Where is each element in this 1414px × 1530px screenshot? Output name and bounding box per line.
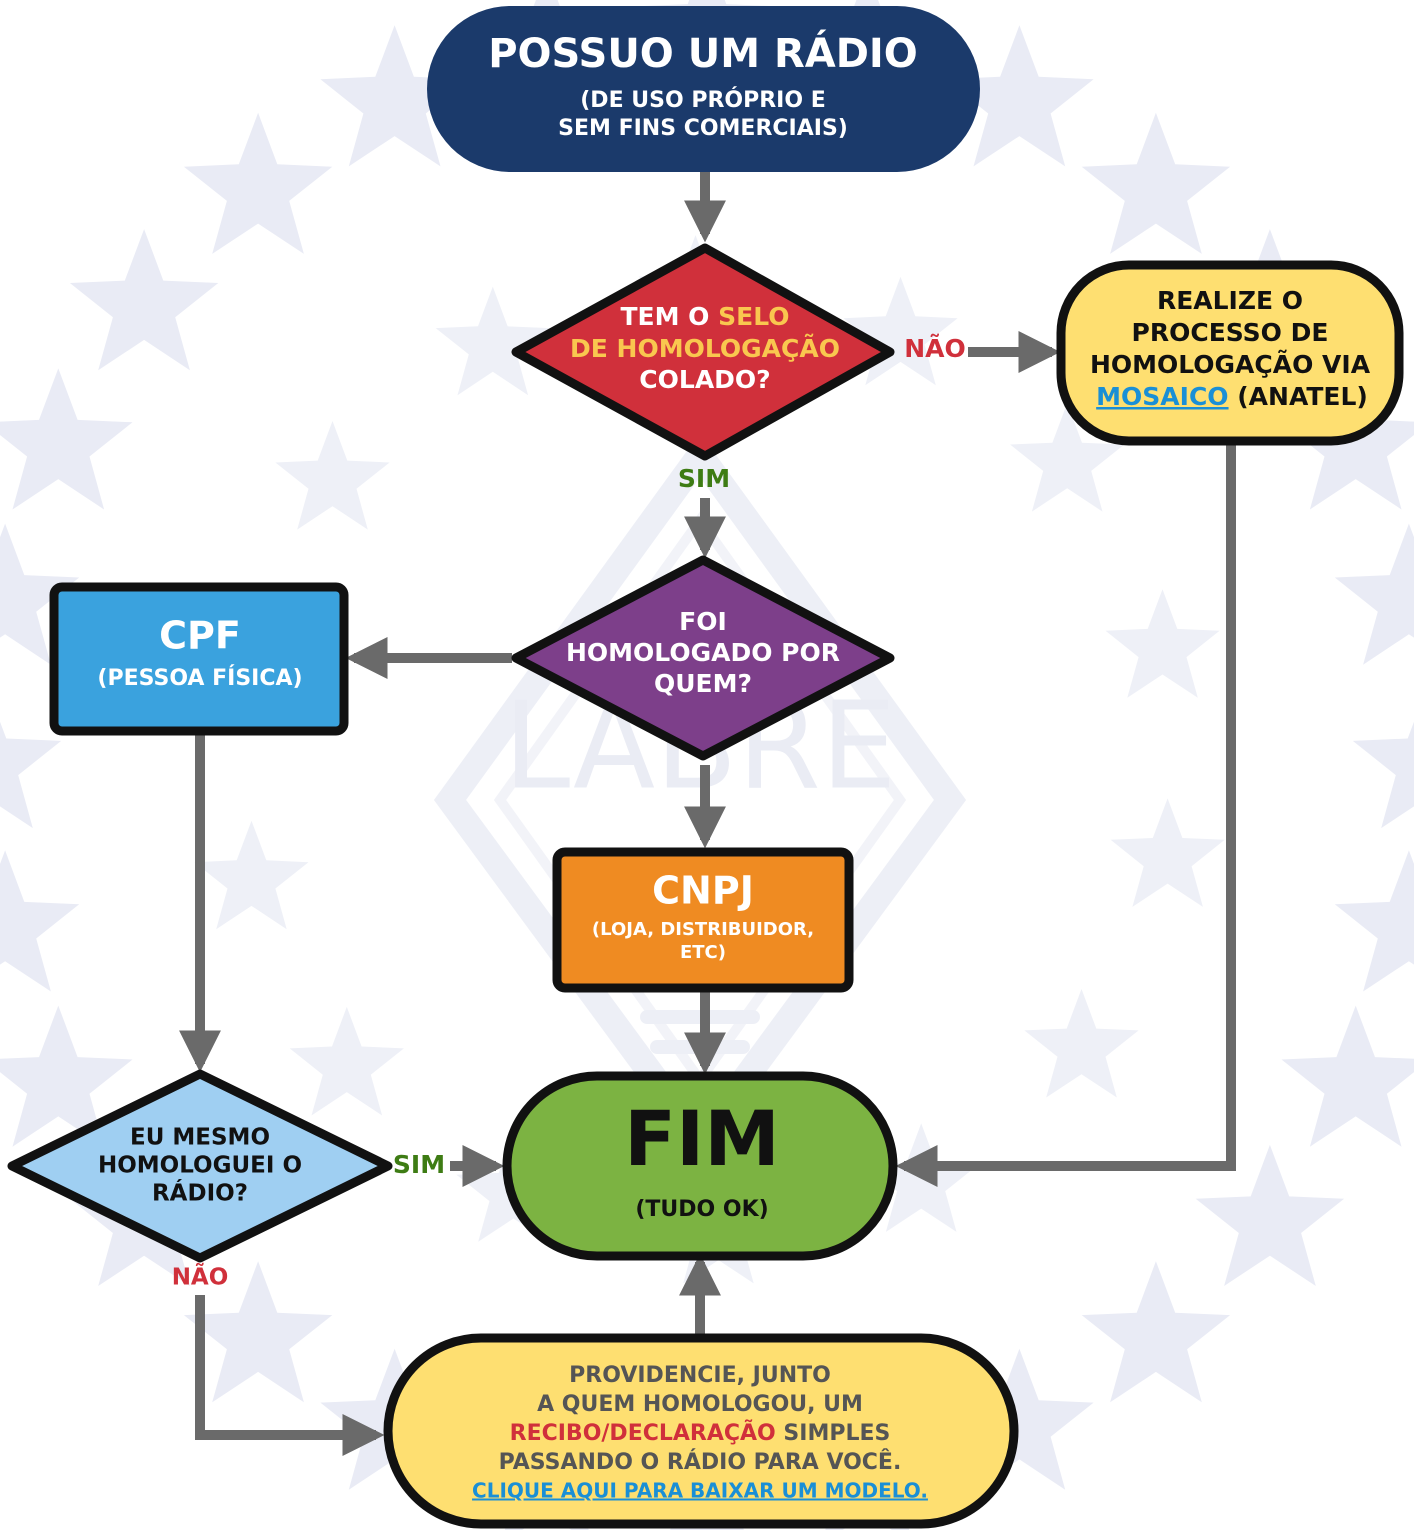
receipt-line3-rest: SIMPLES	[776, 1421, 891, 1446]
who-line1: FOI	[679, 607, 727, 636]
background-star	[194, 820, 309, 930]
background-star	[0, 850, 80, 992]
seal-line2-highlight: DE HOMOLOGAÇÃO	[570, 334, 840, 363]
background-star	[1352, 721, 1414, 829]
background-star	[275, 421, 390, 530]
start-subtitle-line2: SEM FINS COMERCIAIS)	[558, 116, 848, 141]
decision-self: EU MESMO HOMOLOGUEI O RÁDIO?	[7, 1069, 393, 1263]
background-star	[1105, 589, 1220, 698]
self-line3: RÁDIO?	[152, 1179, 248, 1207]
cpf-title: CPF	[159, 614, 241, 658]
download-model-link[interactable]: CLIQUE AQUI PARA BAIXAR UM MODELO.	[472, 1479, 928, 1503]
receipt-line1: PROVIDENCIE, JUNTO	[569, 1363, 831, 1388]
self-yes-label: SIM	[393, 1150, 445, 1179]
background-star	[1024, 989, 1139, 1098]
background-star	[289, 1006, 404, 1116]
background-star	[1334, 850, 1414, 992]
svg-text:RECIBO/DECLARAÇÃO SIMPLES: RECIBO/DECLARAÇÃO SIMPLES	[510, 1420, 891, 1446]
self-line1: EU MESMO	[130, 1125, 270, 1151]
svg-text:TEM O SELO: TEM O SELO	[620, 302, 789, 331]
mosaico-line1: REALIZE O	[1157, 286, 1303, 315]
seal-line1-highlight: SELO	[718, 302, 789, 331]
mosaico-line3: HOMOLOGAÇÃO VIA	[1090, 350, 1371, 379]
seal-no-label: NÃO	[904, 334, 966, 363]
seal-line3: COLADO?	[639, 365, 770, 394]
background-star	[945, 1348, 1094, 1490]
who-line2: HOMOLOGADO POR	[566, 638, 840, 667]
end-title: FIM	[624, 1094, 780, 1183]
decision-seal: TEM O SELO DE HOMOLOGAÇÃO COLADO?	[511, 243, 895, 461]
start-subtitle-line1: (DE USO PRÓPRIO E	[580, 87, 825, 113]
receipt-highlight: RECIBO/DECLARAÇÃO	[510, 1420, 776, 1446]
mosaico-line4-rest: (ANATEL)	[1229, 382, 1368, 411]
arrow-self-no-to-receipt	[195, 1295, 385, 1456]
receipt-line4: PASSANDO O RÁDIO PARA VOCÊ.	[499, 1449, 902, 1475]
background-star	[1281, 1005, 1414, 1147]
start-title: POSSUO UM RÁDIO	[488, 29, 918, 77]
end-node: FIM (TUDO OK)	[502, 1071, 898, 1261]
background-star	[1081, 1261, 1231, 1403]
background-star	[1195, 1144, 1345, 1286]
background-star	[0, 523, 80, 665]
background-star	[843, 276, 958, 386]
background-star	[0, 368, 133, 510]
receipt-line2: A QUEM HOMOLOGOU, UM	[537, 1392, 863, 1417]
background-star	[1110, 798, 1225, 907]
seal-line1-part1: TEM O	[620, 302, 718, 331]
arrow-mosaico-to-end	[895, 440, 1236, 1187]
receipt-box: PROVIDENCIE, JUNTO A QUEM HOMOLOGOU, UM …	[383, 1333, 1019, 1529]
self-line2: HOMOLOGUEI O	[98, 1153, 302, 1179]
svg-text:MOSAICO (ANATEL): MOSAICO (ANATEL)	[1096, 382, 1368, 411]
decision-who: FOI HOMOLOGADO POR QUEM?	[511, 555, 895, 761]
connectors	[179, 172, 1236, 1456]
cpf-box: CPF (PESSOA FÍSICA)	[49, 582, 349, 736]
background-star	[183, 112, 333, 254]
cpf-subtitle: (PESSOA FÍSICA)	[97, 665, 302, 691]
background-star	[435, 286, 550, 396]
background-star	[69, 229, 219, 371]
background-star	[0, 721, 62, 829]
cnpj-subtitle-line2: ETC)	[680, 942, 726, 963]
who-line3: QUEM?	[654, 669, 752, 698]
mosaico-box: REALIZE O PROCESSO DE HOMOLOGAÇÃO VIA MO…	[1056, 260, 1404, 446]
seal-yes-label: SIM	[678, 464, 730, 493]
cnpj-subtitle-line1: (LOJA, DISTRIBUIDOR,	[592, 919, 814, 940]
background-star	[320, 25, 469, 167]
end-subtitle: (TUDO OK)	[635, 1197, 768, 1222]
mosaico-link[interactable]: MOSAICO	[1096, 382, 1228, 411]
background-star	[1010, 403, 1125, 512]
background-star	[1081, 112, 1231, 254]
cnpj-box: CNPJ (LOJA, DISTRIBUIDOR, ETC)	[552, 847, 854, 993]
background-star	[0, 1005, 133, 1147]
mosaico-line2: PROCESSO DE	[1132, 318, 1329, 347]
cnpj-title: CNPJ	[652, 869, 754, 913]
background-star	[1334, 523, 1414, 665]
self-no-label: NÃO	[172, 1263, 229, 1291]
start-node: POSSUO UM RÁDIO (DE USO PRÓPRIO E SEM FI…	[427, 6, 980, 172]
background-star	[945, 25, 1094, 167]
background-star	[183, 1261, 333, 1403]
